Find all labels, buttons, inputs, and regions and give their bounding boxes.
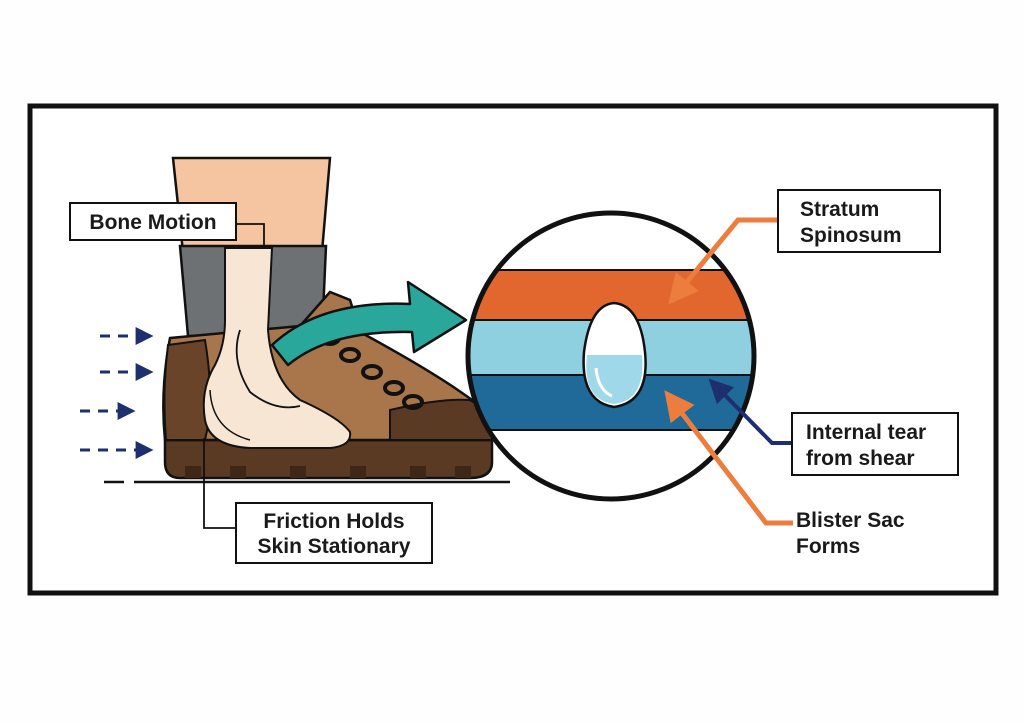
label-internal-tear: Internal tear from shear <box>791 412 959 476</box>
leader-blister <box>664 390 793 526</box>
label-stratum-line2: Spinosum <box>800 224 902 247</box>
label-tear-line2: from shear <box>806 447 915 470</box>
leader-bone-motion <box>236 223 265 246</box>
label-blister-sac: Blister Sac Forms <box>796 509 905 558</box>
blister-icon <box>582 301 647 409</box>
ankle-bone-icon <box>202 247 352 449</box>
leader-tear <box>708 378 792 445</box>
label-stratum-spinosum: Stratum Spinosum <box>777 189 941 253</box>
label-blister-line1: Blister Sac <box>796 509 905 532</box>
label-stratum-line1: Stratum <box>800 198 879 221</box>
label-friction: Friction Holds Skin Stationary <box>235 502 433 564</box>
zoom-arrow-icon <box>270 280 468 367</box>
label-bone-motion: Bone Motion <box>69 202 237 241</box>
leader-friction <box>203 438 236 529</box>
leader-stratum <box>668 217 778 305</box>
label-bone-motion-text: Bone Motion <box>89 211 216 234</box>
label-friction-line1: Friction Holds <box>263 510 404 533</box>
label-friction-line2: Skin Stationary <box>258 535 411 558</box>
label-tear-line1: Internal tear <box>806 421 926 444</box>
label-blister-line2: Forms <box>796 535 860 558</box>
motion-arrows-icon <box>80 327 154 459</box>
